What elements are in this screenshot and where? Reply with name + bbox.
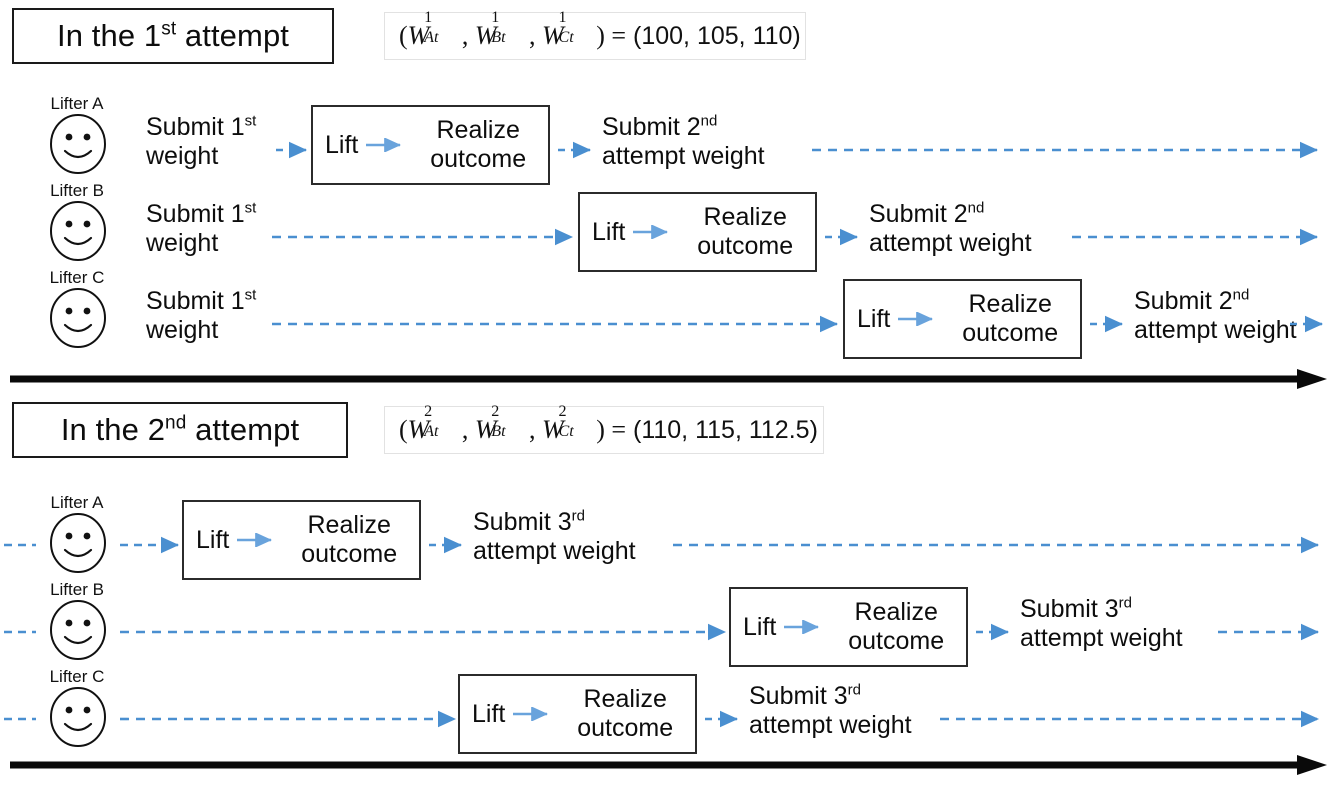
dashed-arrow-b3-s2 (1218, 623, 1320, 641)
smiley-face-icon (50, 201, 106, 261)
dashed-arrow-b0-s2 (4, 630, 36, 634)
lift-realize-box-b-s1: Lift Realize outcome (578, 192, 817, 272)
smiley-face-icon (50, 687, 106, 747)
realize-outcome-label: Realize outcome (697, 203, 794, 260)
smiley-face-icon (50, 288, 106, 348)
lift-label: Lift (325, 131, 359, 159)
dashed-arrow-c2-s2 (705, 710, 739, 728)
dashed-arrow-c3-s2 (940, 710, 1320, 728)
lifter-label: Lifter B (50, 580, 104, 599)
time-axis-arrow-icon-2 (10, 755, 1327, 775)
dashed-arrow-a0-s2 (4, 543, 36, 547)
dashed-arrow-b2-s1 (825, 228, 859, 246)
solid-arrow-icon (513, 707, 549, 721)
submit-next-weight-text-b-s2: Submit 3rd attempt weight (1020, 594, 1183, 652)
lifter-label: Lifter C (49, 667, 105, 686)
lift-label: Lift (743, 613, 777, 641)
submit-first-weight-text-a-s1: Submit 1st weight (146, 112, 257, 170)
section-1-title-text: In the 1st attempt (57, 18, 289, 53)
submit-next-weight-text-c-s1: Submit 2nd attempt weight (1134, 286, 1297, 344)
smiley-face-icon (50, 513, 106, 573)
time-axis-arrow-icon-1 (10, 369, 1327, 389)
lift-label: Lift (472, 700, 506, 728)
dashed-arrow-a3-s1 (812, 141, 1319, 159)
lifter-label: Lifter A (50, 493, 104, 512)
lift-realize-box-c-s1: Lift Realize outcome (843, 279, 1082, 359)
lifter-a-avatar-group-s1: Lifter A (30, 95, 126, 175)
lift-realize-box-c-s2: Lift Realize outcome (458, 674, 697, 754)
ordinal-suffix: st (161, 18, 177, 40)
dashed-arrow-c1-s2 (120, 710, 457, 728)
solid-arrow-icon (366, 138, 402, 152)
realize-outcome-label: Realize outcome (848, 598, 945, 655)
realize-outcome-label: Realize outcome (577, 685, 674, 742)
lift-label: Lift (592, 218, 626, 246)
section-2-title-text: In the 2nd attempt (60, 412, 300, 447)
submit-next-weight-text-a-s1: Submit 2nd attempt weight (602, 112, 765, 170)
dashed-arrow-c0-s2 (4, 717, 36, 721)
submit-first-weight-text-b-s1: Submit 1st weight (146, 199, 257, 257)
submit-next-weight-text-c-s2: Submit 3rd attempt weight (749, 681, 912, 739)
submit-next-weight-text-a-s2: Submit 3rd attempt weight (473, 507, 636, 565)
dashed-arrow-a1-s2 (120, 536, 180, 554)
dashed-arrow-a2-s1 (558, 141, 592, 159)
solid-arrow-icon (898, 312, 934, 326)
smiley-face-icon (50, 114, 106, 174)
lifter-c-avatar-group-s1: Lifter C (30, 269, 126, 349)
dashed-arrow-b3-s1 (1072, 228, 1319, 246)
lifter-b-avatar-group-s2: Lifter B (30, 581, 126, 661)
smiley-face-icon (50, 600, 106, 660)
realize-outcome-label: Realize outcome (430, 116, 527, 173)
lifter-label: Lifter B (50, 181, 104, 200)
dashed-arrow-b1-s2 (120, 623, 727, 641)
lifter-c-avatar-group-s2: Lifter C (30, 668, 126, 748)
solid-arrow-icon (784, 620, 820, 634)
dashed-arrow-b1-s1 (272, 228, 574, 246)
submit-first-weight-text-c-s1: Submit 1st weight (146, 286, 257, 344)
dashed-arrow-a1-s1 (276, 141, 308, 159)
lift-realize-box-a-s2: Lift Realize outcome (182, 500, 421, 580)
lifter-label: Lifter A (50, 94, 104, 113)
lifter-b-avatar-group-s1: Lifter B (30, 182, 126, 262)
section-2-title-box: In the 2nd attempt (12, 402, 348, 458)
dashed-arrow-b2-s2 (976, 623, 1010, 641)
realize-outcome-label: Realize outcome (301, 511, 398, 568)
solid-arrow-icon (633, 225, 669, 239)
lift-label: Lift (857, 305, 891, 333)
lifter-label: Lifter C (49, 268, 105, 287)
dashed-arrow-a3-s2 (673, 536, 1320, 554)
section-1-title-box: In the 1st attempt (12, 8, 334, 64)
submit-next-weight-text-b-s1: Submit 2nd attempt weight (869, 199, 1032, 257)
ordinal-suffix: nd (165, 412, 187, 434)
lift-realize-box-a-s1: Lift Realize outcome (311, 105, 550, 185)
lifter-a-avatar-group-s2: Lifter A (30, 494, 126, 574)
solid-arrow-icon (237, 533, 273, 547)
dashed-arrow-c1-s1 (272, 315, 839, 333)
dashed-arrow-a2-s2 (429, 536, 463, 554)
dashed-arrow-c3-s1 (1290, 315, 1324, 333)
realize-outcome-label: Realize outcome (962, 290, 1059, 347)
lift-label: Lift (196, 526, 230, 554)
dashed-arrow-c2-s1 (1090, 315, 1124, 333)
lift-realize-box-b-s2: Lift Realize outcome (729, 587, 968, 667)
